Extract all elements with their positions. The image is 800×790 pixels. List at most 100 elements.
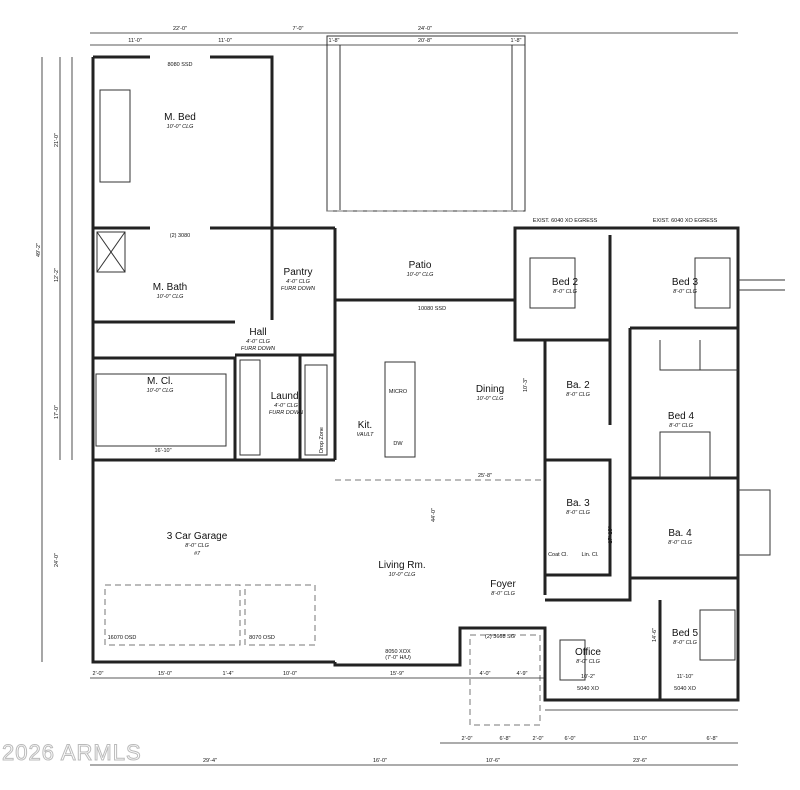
openings-coat_closet: Coat Cl. bbox=[548, 552, 568, 558]
dimensions-left-4: 24'-0" bbox=[54, 553, 60, 567]
rooms-19-name: Bed 5 bbox=[672, 628, 699, 639]
room-ba-4: Ba. 48'-0" CLG bbox=[668, 528, 693, 546]
dimension-lines: 22'-0" 11'-0" 11'-0" 7'-0" 24'-0" 1'-8" … bbox=[36, 26, 738, 766]
openings-foyer_door: (2) 3668 SG bbox=[485, 634, 515, 640]
rooms-14-ceiling: 8'-0" CLG bbox=[668, 540, 693, 546]
dimensions-interior-3: 10'-2" bbox=[581, 674, 595, 680]
rooms-1-ceiling: 10'-0" CLG bbox=[157, 294, 185, 300]
rooms-9-ceiling: VAULT bbox=[356, 432, 374, 438]
openings-mbath_door: (2) 3080 bbox=[170, 233, 191, 239]
dimensions-bottom_row2-4: 11'-0" bbox=[633, 736, 647, 742]
openings-micro: MICRO bbox=[389, 389, 408, 395]
dimensions-interior-6: 17'-10" bbox=[608, 526, 614, 543]
dimensions-left-1: 21'-0" bbox=[54, 133, 60, 147]
rooms-8-note: FURR DOWN bbox=[269, 410, 303, 416]
rooms-10-name: Dining bbox=[476, 384, 504, 395]
dimensions-interior-1: 44'-0" bbox=[431, 508, 437, 522]
rooms-0-ceiling: 10'-0" CLG bbox=[167, 124, 195, 130]
rooms-18-name: Office bbox=[575, 647, 601, 658]
dimensions-top-0: 22'-0" bbox=[173, 26, 187, 32]
rooms-16-ceiling: 10'-0" CLG bbox=[389, 572, 417, 578]
dimensions-bottom_row1-1: 15'-0" bbox=[158, 671, 172, 677]
rooms-13-name: Ba. 3 bbox=[566, 498, 590, 509]
dimensions-left-3: 17'-0" bbox=[54, 405, 60, 419]
rooms-7-ceiling: 10'-0" CLG bbox=[147, 388, 175, 394]
room-bed-2: Bed 28'-0" CLG bbox=[552, 277, 579, 295]
dimensions-bottom_total-3: 23'-6" bbox=[633, 758, 647, 764]
rooms-15-ceiling: 8'-0" CLG bbox=[185, 543, 210, 549]
dimensions-interior-2: 16'-10" bbox=[154, 448, 171, 454]
dimensions-interior-5: 14'-6" bbox=[652, 628, 658, 642]
rooms-3-name: Patio bbox=[409, 260, 432, 271]
dimensions-bottom_total-2: 10'-6" bbox=[486, 758, 500, 764]
dimensions-bottom_row1-4: 15'-9" bbox=[390, 671, 404, 677]
openings-drop_zone: Drop Zone bbox=[319, 427, 325, 453]
dimensions-top-2: 11'-0" bbox=[218, 38, 232, 44]
dimensions-top-6: 20'-8" bbox=[418, 38, 432, 44]
room-ba-2: Ba. 28'-0" CLG bbox=[566, 380, 591, 398]
rooms-2-note: FURR DOWN bbox=[281, 286, 315, 292]
openings-bed5_window: 5040 XO bbox=[674, 686, 696, 692]
openings-linen_closet: Lin. Cl. bbox=[581, 552, 599, 558]
interior-walls bbox=[93, 89, 738, 726]
openings-living_window_hu: (7'-0" H/U) bbox=[385, 655, 411, 661]
rooms-8-ceiling: 4'-0" CLG bbox=[274, 403, 299, 409]
rooms-12-ceiling: 8'-0" CLG bbox=[669, 423, 694, 429]
rooms-2-ceiling: 4'-0" CLG bbox=[286, 279, 311, 285]
rooms-2-name: Pantry bbox=[284, 267, 313, 278]
rooms-5-name: Bed 3 bbox=[672, 277, 699, 288]
opening-labels: 8080 SSD (2) 3080 10080 SSD 8050 XOX (7'… bbox=[108, 62, 718, 692]
dimensions-bottom_total-0: 29'-4" bbox=[203, 758, 217, 764]
room-ba-3: Ba. 38'-0" CLG bbox=[566, 498, 591, 516]
rooms-11-name: Ba. 2 bbox=[566, 380, 590, 391]
rooms-17-ceiling: 8'-0" CLG bbox=[491, 591, 516, 597]
rooms-11-ceiling: 8'-0" CLG bbox=[566, 392, 591, 398]
openings-garage_door_1: 16070 OSD bbox=[108, 635, 137, 641]
openings-dining_slider: 10080 SSD bbox=[418, 306, 446, 312]
rooms-1-name: M. Bath bbox=[153, 282, 187, 293]
dimensions-bottom_row2-3: 6'-0" bbox=[565, 736, 576, 742]
dimensions-bottom_row2-5: 6'-8" bbox=[707, 736, 718, 742]
dimensions-top-1: 11'-0" bbox=[128, 38, 142, 44]
dimensions-left-2: 12'-2" bbox=[54, 268, 60, 282]
openings-bed3_window: EXIST. 6040 XO EGRESS bbox=[653, 218, 718, 224]
dimensions-top-5: 1'-8" bbox=[329, 38, 340, 44]
rooms-10-ceiling: 10'-0" CLG bbox=[477, 396, 505, 402]
rooms-3-ceiling: 10'-0" CLG bbox=[407, 272, 435, 278]
rooms-7-name: M. Cl. bbox=[147, 376, 173, 387]
openings-office_window: 5040 XO bbox=[577, 686, 599, 692]
dimensions-interior-7: 10'-3" bbox=[523, 378, 529, 392]
rooms-4-name: Bed 2 bbox=[552, 277, 579, 288]
exterior-walls bbox=[91, 55, 785, 702]
dimensions-top-7: 1'-8" bbox=[511, 38, 522, 44]
rooms-4-ceiling: 8'-0" CLG bbox=[553, 289, 578, 295]
watermark: 2026 ARMLS bbox=[2, 740, 142, 765]
openings-bed2_window: EXIST. 6040 XO EGRESS bbox=[533, 218, 598, 224]
rooms-12-name: Bed 4 bbox=[668, 411, 695, 422]
openings-garage_door_2: 8070 OSD bbox=[249, 635, 275, 641]
dimensions-bottom_row1-2: 1'-4" bbox=[223, 671, 234, 677]
room-kitchen: Kit.VAULT bbox=[356, 420, 374, 438]
dimensions-interior-0: 25'-8" bbox=[478, 473, 492, 479]
rooms-13-ceiling: 8'-0" CLG bbox=[566, 510, 591, 516]
openings-mbed_window: 8080 SSD bbox=[167, 62, 192, 68]
dimensions-bottom_row2-0: 2'-0" bbox=[462, 736, 473, 742]
rooms-17-name: Foyer bbox=[490, 579, 516, 590]
openings-living_window: 8050 XOX bbox=[385, 649, 411, 655]
rooms-15-note: #7 bbox=[194, 551, 201, 557]
rooms-6-name: Hall bbox=[249, 327, 266, 338]
patio-overhang bbox=[326, 35, 526, 212]
room-m-closet: M. Cl.10'-0" CLG bbox=[147, 376, 175, 394]
rooms-0-name: M. Bed bbox=[164, 112, 196, 123]
room-bed-3: Bed 38'-0" CLG bbox=[672, 277, 699, 295]
